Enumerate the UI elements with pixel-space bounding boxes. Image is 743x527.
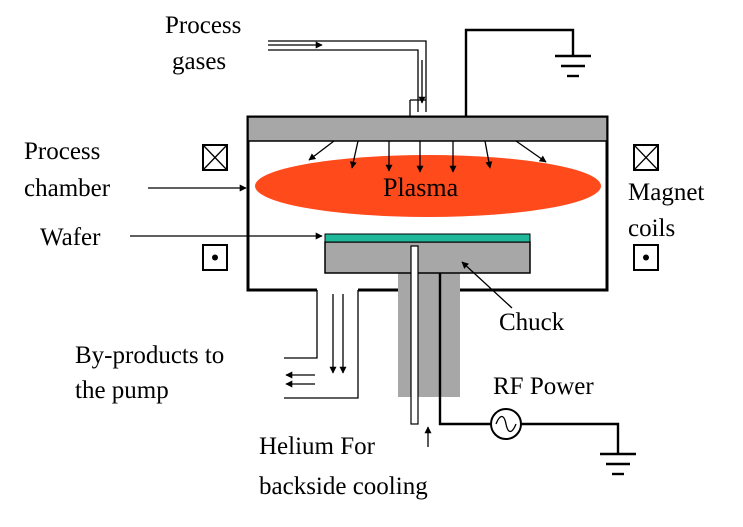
chuck-leader — [461, 261, 513, 309]
ground-icon — [600, 452, 636, 476]
rf-wire — [438, 273, 620, 453]
helium-label-line2: backside cooling — [259, 473, 428, 500]
ac-source-icon — [490, 408, 522, 440]
top-electrode — [247, 116, 608, 142]
helium-label-line1: Helium For — [259, 433, 376, 460]
process-chamber-label-line2: chamber — [24, 175, 111, 202]
chuck-stem — [398, 270, 460, 397]
gas-flow-arrows — [308, 140, 547, 173]
chuck — [324, 241, 531, 274]
process-gases-label-line1: Process — [165, 12, 241, 39]
magnet-coil-left-top — [202, 144, 228, 171]
magnet-coils-label-line1: Magnet — [628, 179, 704, 206]
wafer-label: Wafer — [40, 224, 101, 251]
magnet-coil-left-bottom — [202, 244, 228, 271]
process-gases-label-line2: gases — [172, 48, 226, 75]
pump-exhaust — [284, 290, 359, 399]
byproducts-label-line2: the pump — [75, 377, 169, 404]
magnet-coil-right-bottom — [633, 244, 659, 271]
ground-icon — [555, 54, 591, 78]
chuck-label: Chuck — [499, 309, 565, 336]
top-ground-wire — [464, 28, 575, 117]
plasma-label: Plasma — [383, 173, 459, 202]
helium-line — [410, 245, 432, 447]
gas-inlet — [268, 40, 427, 117]
magnet-coil-right-top — [633, 144, 659, 171]
rf-power-label: RF Power — [493, 373, 594, 400]
process-chamber-label-line1: Process — [24, 138, 100, 165]
plasma-region — [255, 155, 601, 217]
byproducts-label-line1: By-products to — [75, 342, 224, 369]
wafer — [324, 233, 531, 243]
magnet-coils-label-line2: coils — [628, 215, 675, 242]
